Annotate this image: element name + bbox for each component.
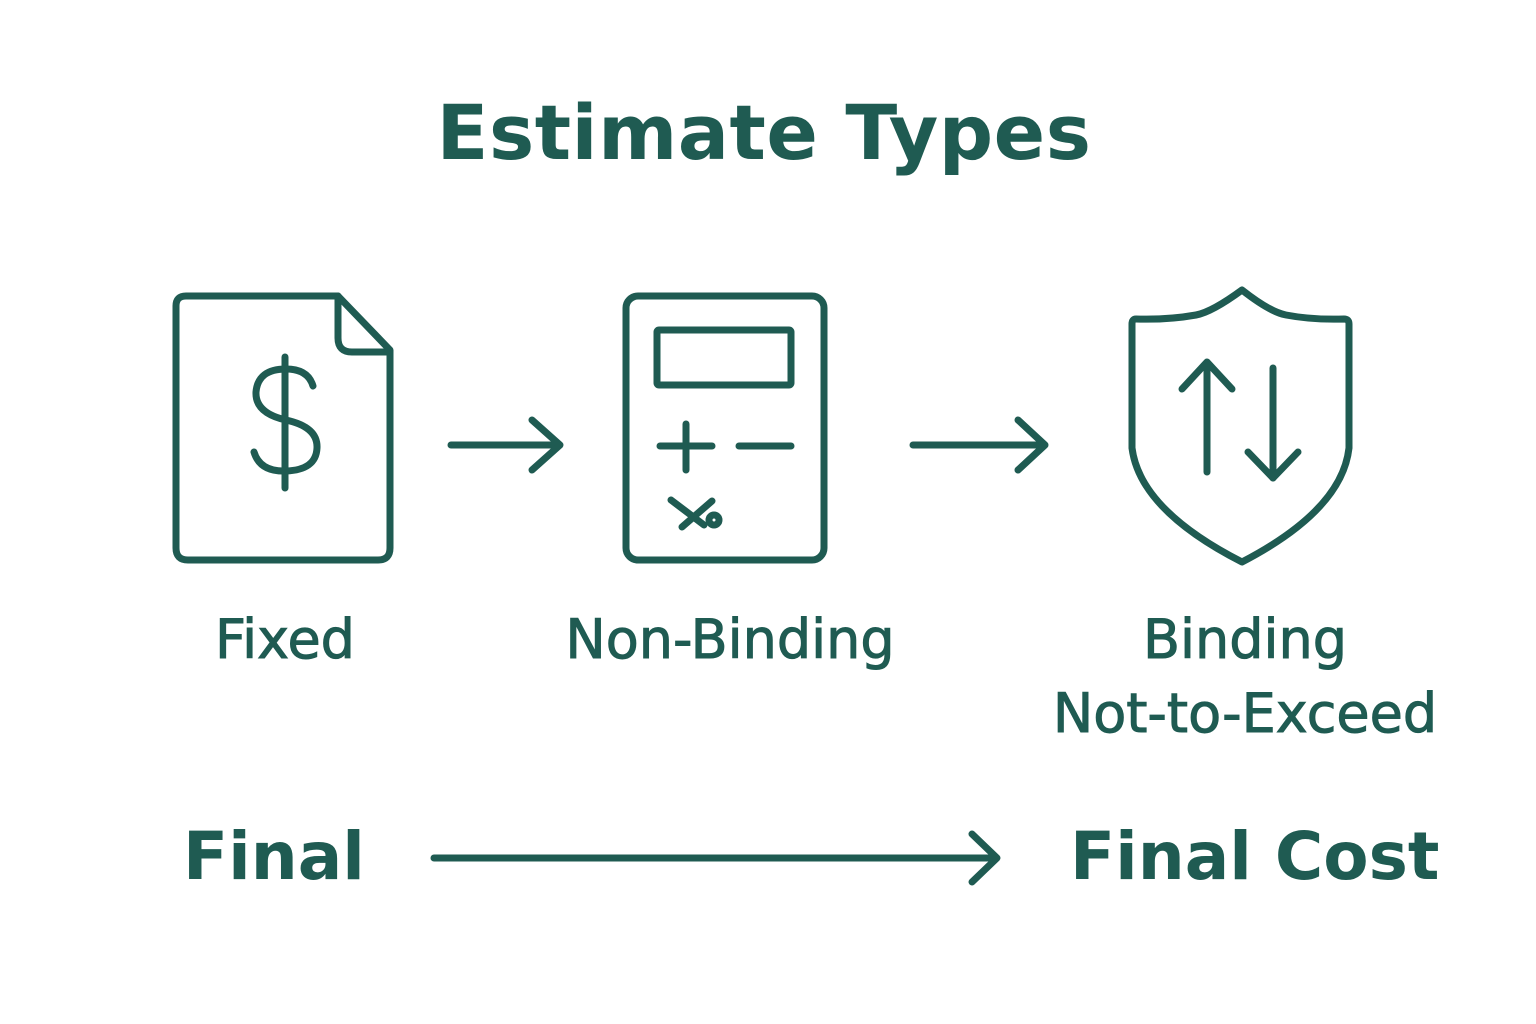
document-dollar-icon <box>172 292 394 564</box>
arrow-right-icon <box>447 416 564 474</box>
page-title: Estimate Types <box>436 88 1092 177</box>
calculator-icon <box>622 292 828 564</box>
step-label-binding: Binding Not-to-Exceed <box>1000 603 1490 751</box>
arrow-right-icon <box>909 416 1049 474</box>
bottom-left-label: Final <box>183 818 365 895</box>
step-label-fixed: Fixed <box>215 608 356 672</box>
step-label-binding-line1: Binding <box>1142 608 1348 672</box>
shield-arrows-icon <box>1128 286 1353 566</box>
step-label-binding-line2: Not-to-Exceed <box>1052 682 1438 746</box>
long-arrow-right-icon <box>430 830 1001 886</box>
bottom-right-label: Final Cost <box>1070 818 1440 895</box>
step-label-non-binding: Non-Binding <box>565 608 895 672</box>
